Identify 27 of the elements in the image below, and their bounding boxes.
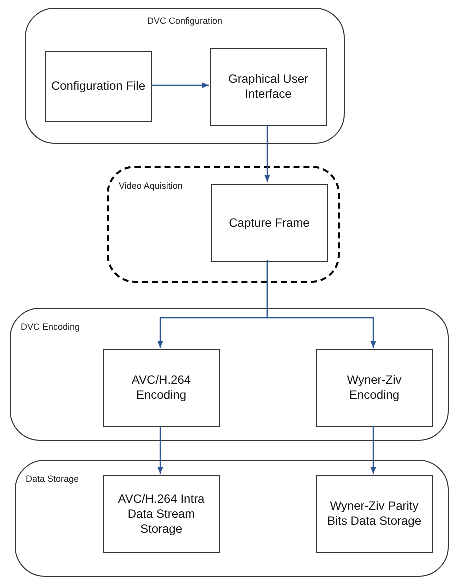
group-heading: Data Storage <box>26 473 80 486</box>
process-box <box>45 51 152 122</box>
process-box <box>210 48 327 126</box>
arrow <box>266 260 376 348</box>
process-box <box>316 349 433 427</box>
arrow <box>151 82 209 88</box>
group-container <box>25 8 345 144</box>
process-box <box>211 184 328 262</box>
box-label: Graphical User Interface <box>227 72 310 102</box>
group-container <box>10 308 449 441</box>
arrow <box>158 426 164 474</box>
arrow <box>264 125 270 182</box>
box-label: AVC/H.264 Encoding <box>130 373 192 403</box>
arrow <box>370 426 376 474</box>
group-container <box>107 166 340 283</box>
box-label: Capture Frame <box>229 216 310 230</box>
box-label: Configuration File <box>51 79 146 94</box>
box-label: Wyner-Ziv Parity Bits Data Storage <box>327 499 422 529</box>
box-label: AVC/H.264 Intra Data Stream Storage <box>117 492 206 536</box>
group-heading: Video Aquisition <box>119 180 183 193</box>
group-heading: DVC Encoding <box>21 321 80 334</box>
group-container <box>15 460 449 577</box>
process-box <box>316 475 433 553</box>
box-label: Wyner-Ziv Encoding <box>346 373 403 403</box>
group-heading: DVC Configuration <box>146 15 224 28</box>
process-box <box>103 349 220 427</box>
process-box <box>103 475 220 553</box>
